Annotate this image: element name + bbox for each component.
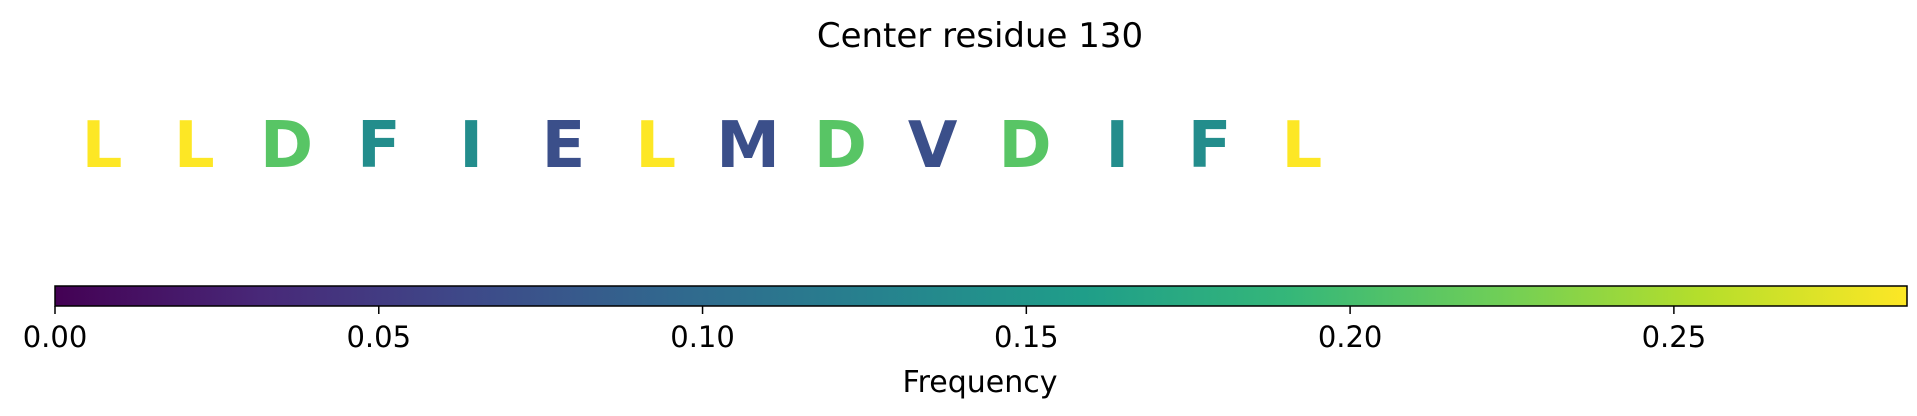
colorbar-tick-label: 0.15 [994,320,1059,354]
colorbar-tick-label: 0.20 [1318,320,1383,354]
residue-letter: F [357,109,401,183]
chart-title: Center residue 130 [817,16,1143,56]
residue-letter: F [1188,109,1232,183]
residue-letter: L [82,109,123,183]
residue-letter: V [908,109,958,183]
residue-letter: I [459,109,483,183]
residue-letter: D [814,109,867,183]
residue-letter: L [174,109,215,183]
colorbar: 0.00 0.05 0.10 0.15 0.20 0.25 [23,285,1908,354]
residue-letter: L [1282,109,1323,183]
colorbar-ticks: 0.00 0.05 0.10 0.15 0.20 0.25 [23,306,1706,354]
residue-letter: D [260,109,313,183]
colorbar-gradient [55,286,1907,306]
colorbar-label: Frequency [903,365,1058,400]
colorbar-tick-label: 0.00 [23,320,88,354]
colorbar-tick-label: 0.25 [1642,320,1707,354]
colorbar-tick-label: 0.10 [670,320,735,354]
colorbar-tick-label: 0.05 [346,320,411,354]
residue-letter: I [1105,109,1129,183]
residue-letter: D [998,109,1051,183]
colorbar-frame [54,285,1908,307]
residue-letter: L [635,109,676,183]
residue-letter: E [542,109,586,183]
residue-letter: M [716,109,780,183]
